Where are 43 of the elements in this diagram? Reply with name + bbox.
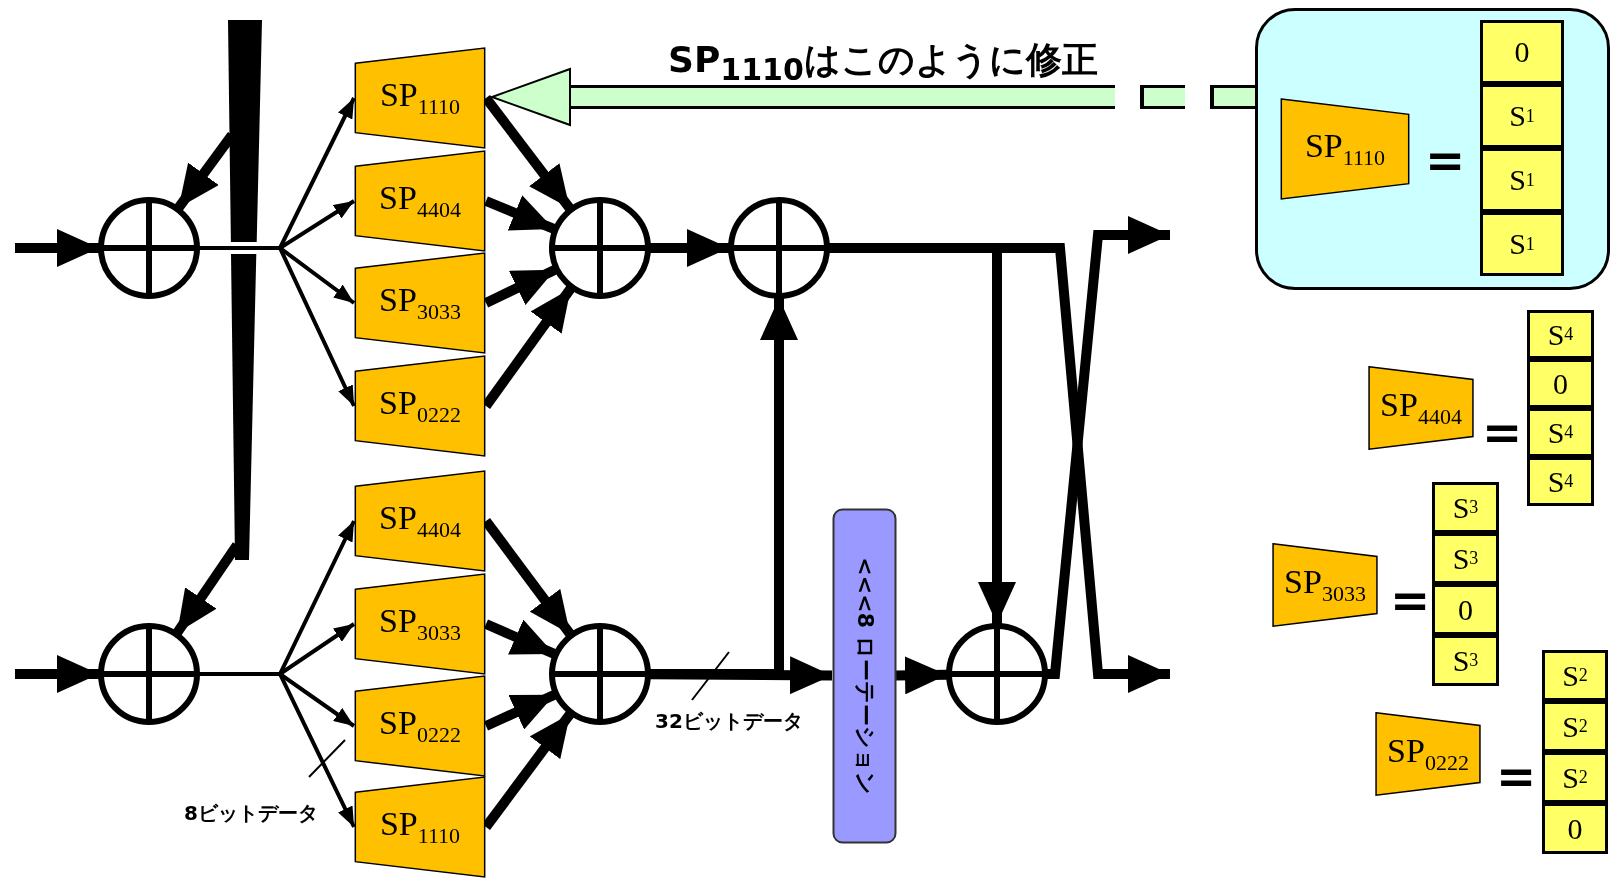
s-box-trapezoid: SP$_{0222}$ <box>354 355 486 457</box>
rotation-box: <<<8 ローテーション <box>832 508 896 843</box>
note-text: 32ビットデータ <box>655 708 803 735</box>
value-cell: 0 <box>1527 359 1594 408</box>
arrow <box>895 656 948 695</box>
s-box-trapezoid: SP$_{3033}$ <box>354 573 486 675</box>
value-cell: 0 <box>1542 803 1608 854</box>
s-box-trapezoid: SP$_{1110}$ <box>1280 98 1410 200</box>
s-box-trapezoid: SP$_{1110}$ <box>354 776 486 878</box>
arrow <box>1047 216 1170 679</box>
arrow <box>199 246 356 407</box>
s-box-trapezoid: SP$_{0222}$ <box>354 675 486 777</box>
equals-sign: = <box>1496 748 1537 804</box>
value-cell: 0 <box>1432 584 1499 635</box>
xor-symbol <box>548 622 652 726</box>
s-box-trapezoid: SP$_{3033}$ <box>1272 543 1378 627</box>
arrow <box>484 619 557 659</box>
s-box-trapezoid: SP$_{0222}$ <box>1375 712 1481 796</box>
wide-arrow <box>489 67 1257 127</box>
s-box-trapezoid: SP$_{3033}$ <box>354 252 486 354</box>
arrow <box>199 672 356 828</box>
key-input-bar <box>228 20 262 242</box>
equals-sign: = <box>1482 404 1523 460</box>
xor-symbol <box>97 622 201 726</box>
edge-label: SP$_{1110}$はこのように修正 <box>668 38 1098 88</box>
s-box-trapezoid: SP$_{4404}$ <box>354 150 486 252</box>
xor-symbol <box>97 196 201 300</box>
s-box-trapezoid: SP$_{1110}$ <box>354 47 486 149</box>
s-box-trapezoid: SP$_{4404}$ <box>354 470 486 572</box>
equals-sign: = <box>1425 132 1466 188</box>
xor-symbol <box>727 196 831 300</box>
key-input-bar <box>231 254 257 560</box>
arrow <box>15 229 99 267</box>
equals-sign: = <box>1390 572 1431 628</box>
xor-symbol <box>945 622 1049 726</box>
inset-panel <box>1255 8 1610 290</box>
arrow <box>15 655 99 693</box>
arrow <box>650 229 729 267</box>
s-box-trapezoid: SP$_{4404}$ <box>1368 366 1474 450</box>
note-text: 8ビットデータ <box>184 800 318 827</box>
value-cell: 0 <box>1480 20 1564 84</box>
arrow <box>484 195 556 234</box>
xor-symbol <box>548 196 652 300</box>
